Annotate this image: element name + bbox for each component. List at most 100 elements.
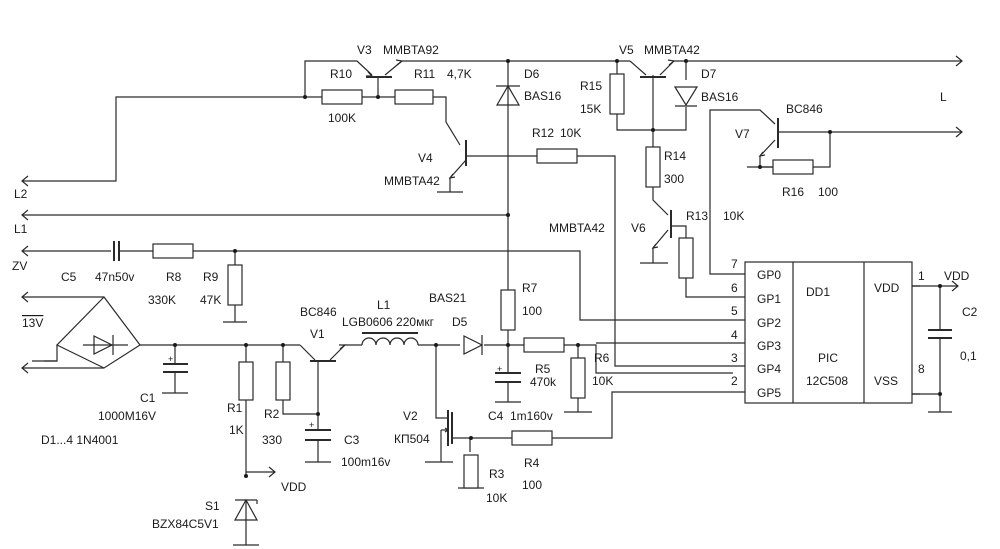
label-c5-value: 47n50v (95, 270, 134, 284)
label-1-num: 8 (918, 362, 925, 376)
arrow-vdd-ic (951, 280, 959, 292)
label-4-num: 3 (731, 351, 738, 365)
resistor-r9 (227, 264, 243, 306)
arrow-vdd (268, 466, 276, 478)
resistor-r4 (511, 430, 553, 446)
label-d7-ref: D7 (701, 67, 717, 81)
net-label-l: L (940, 90, 947, 104)
label-v2-part: КП504 (394, 432, 430, 446)
label-3-num: 4 (731, 328, 738, 342)
zener-s1 (233, 498, 259, 521)
arrow-l1 (21, 209, 29, 221)
svg-text:+: + (497, 364, 502, 374)
label-r2-value: 330 (262, 433, 282, 447)
label-3-name: GP3 (757, 339, 781, 353)
resistor-r6 (570, 357, 586, 399)
net-arrows (21, 55, 963, 478)
label-r12-value: 10K (560, 126, 581, 140)
resistor-r11 (394, 89, 434, 105)
label-c4-value: 1m160v (510, 409, 553, 423)
diode-d7 (673, 86, 699, 107)
net-label-l2: L2 (14, 187, 28, 201)
label-r11-value: 4,7K (447, 67, 472, 81)
label-v6-ref: V6 (631, 221, 646, 235)
label-c2-ref: C2 (962, 305, 978, 319)
capacitor-c3 (305, 429, 331, 441)
resistor-r12 (536, 148, 578, 164)
arrow-l-bottom (955, 126, 963, 138)
label-s1-part: BZX84C5V1 (152, 517, 219, 531)
mosfet-v2 (447, 410, 453, 446)
label-1-num: 6 (731, 281, 738, 295)
arrow-l2 (21, 175, 29, 187)
resistor-r10 (321, 89, 363, 105)
label-r13-ref: R13 (686, 209, 708, 223)
label-c5-ref: C5 (61, 270, 77, 284)
label-r9-value: 47K (200, 293, 221, 307)
resistor-r13 (678, 237, 694, 279)
label-s1-ref: S1 (205, 499, 220, 513)
capacitor-c1 (163, 363, 188, 373)
net-label-vdd: VDD (281, 480, 307, 494)
label-r5-value: 470k (530, 375, 557, 389)
label-r7-ref: R7 (522, 281, 538, 295)
label-c2-value: 0,1 (960, 349, 977, 363)
label-v3-part: MMBTA92 (383, 43, 439, 57)
label-v4-part: MMBTA42 (384, 174, 440, 188)
label-v1-part: BC846 (300, 305, 337, 319)
label-r1-ref: R1 (227, 401, 243, 415)
resistor-r8 (152, 243, 194, 259)
label-r8-value: 330K (148, 293, 176, 307)
label-r12-ref: R12 (532, 126, 554, 140)
svg-text:+: + (168, 354, 173, 364)
label-r9-ref: R9 (203, 270, 219, 284)
inductor-l1 (361, 332, 419, 346)
label-r15-ref: R15 (580, 79, 602, 93)
label-d5-ref: D5 (452, 315, 468, 329)
label-r11-ref: R11 (414, 67, 435, 81)
resistor-r1 (238, 361, 254, 401)
label-v2-ref: V2 (403, 409, 418, 423)
label-c1-value: 1000M16V (98, 409, 156, 423)
label-r14-ref: R14 (664, 149, 686, 163)
resistor-r3 (463, 454, 479, 489)
label-r10-value: 100K (328, 111, 356, 125)
label-c3-value: 100m16v (341, 455, 390, 469)
label-r7-value: 100 (522, 304, 542, 318)
ic-dd1 (596, 261, 920, 404)
label-r5-ref: R5 (535, 362, 551, 376)
label-bridge-label: D1...4 1N4001 (41, 433, 119, 447)
label-r8-ref: R8 (166, 270, 182, 284)
label-1-name: VSS (874, 374, 898, 388)
arrow-l-top (955, 55, 963, 67)
label-l1-ref: L1 (377, 298, 391, 312)
capacitor-c5 (113, 241, 120, 261)
capacitors: + + + (113, 241, 952, 441)
resistors (152, 73, 814, 489)
label-d6-ref: D6 (524, 67, 540, 81)
label-5-num: 2 (731, 374, 738, 388)
arrow-13v-top (21, 291, 29, 303)
resistor-r14 (645, 146, 661, 188)
label-r1-value: 1K (229, 423, 244, 437)
label-r14-value: 300 (664, 172, 684, 186)
diodes (55, 84, 699, 521)
label-0-num: 1 (918, 269, 925, 283)
label-v7-part: BC846 (786, 102, 823, 116)
junctions (173, 59, 942, 478)
label-0-num: 7 (731, 257, 738, 271)
label-v4-ref: V4 (418, 151, 433, 165)
label-r16-value: 100 (818, 185, 838, 199)
net-label-vdd-ic: VDD (944, 269, 970, 283)
label-5-name: GP5 (757, 386, 781, 400)
label-v7-ref: V7 (735, 127, 750, 141)
label-r10-ref: R10 (330, 67, 352, 81)
label-c3-ref: C3 (344, 433, 360, 447)
resistor-r2 (275, 361, 291, 401)
label-2-num: 5 (731, 304, 738, 318)
label-l1-part: LGB0606 220мкг (342, 315, 435, 329)
resistor-r15 (609, 73, 625, 115)
label-2-name: GP2 (757, 316, 781, 330)
label-4-name: GP4 (757, 362, 781, 376)
label-v5-part: MMBTA42 (644, 43, 700, 57)
